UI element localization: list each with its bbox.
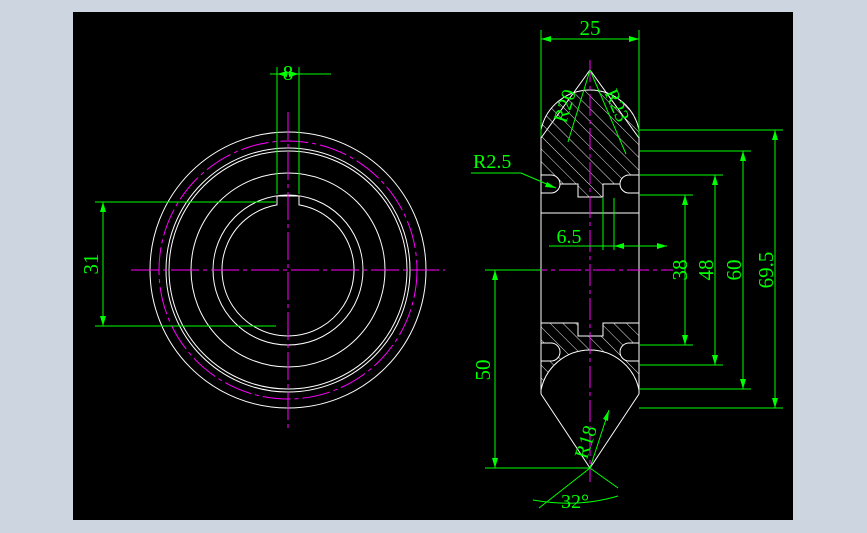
dim-keyway-width-label: 8 [283,61,294,85]
dim-keyway-width [270,67,331,194]
pulley-drawing: 8 31 [79,16,783,513]
dim-38-label: 38 [668,260,692,281]
dim-hub-width [540,30,640,137]
radius-leaders-upper [567,69,627,155]
dim-keyway-depth-label: 31 [79,254,103,275]
dim-diameters [639,129,783,409]
dim-r2-5-label: R2.5 [473,151,511,173]
dim-6-5-label: 6.5 [557,226,582,248]
front-view: 8 31 [79,61,445,428]
bore-with-keyway [221,195,355,337]
dim-r18-label: R18 [571,423,602,462]
dim-keyway-depth [95,201,276,327]
dim-60-label: 60 [722,260,746,281]
grooves [540,174,640,362]
dim-groove-offset [549,198,667,250]
dim-50 [485,269,590,469]
dim-50-label: 50 [471,360,495,381]
dim-cone-angle [532,467,619,509]
dim-69-5-label: 69.5 [754,252,778,289]
dim-r18 [589,409,610,469]
cad-drawing-canvas: 8 31 [73,12,793,520]
dim-hub-width-label: 25 [580,16,601,40]
dim-32-label: 32° [561,491,589,513]
section-view: 25 R20 R23 R2.5 6.5 [471,16,783,513]
dim-48-label: 48 [694,260,718,281]
dim-groove-radius [471,172,557,189]
